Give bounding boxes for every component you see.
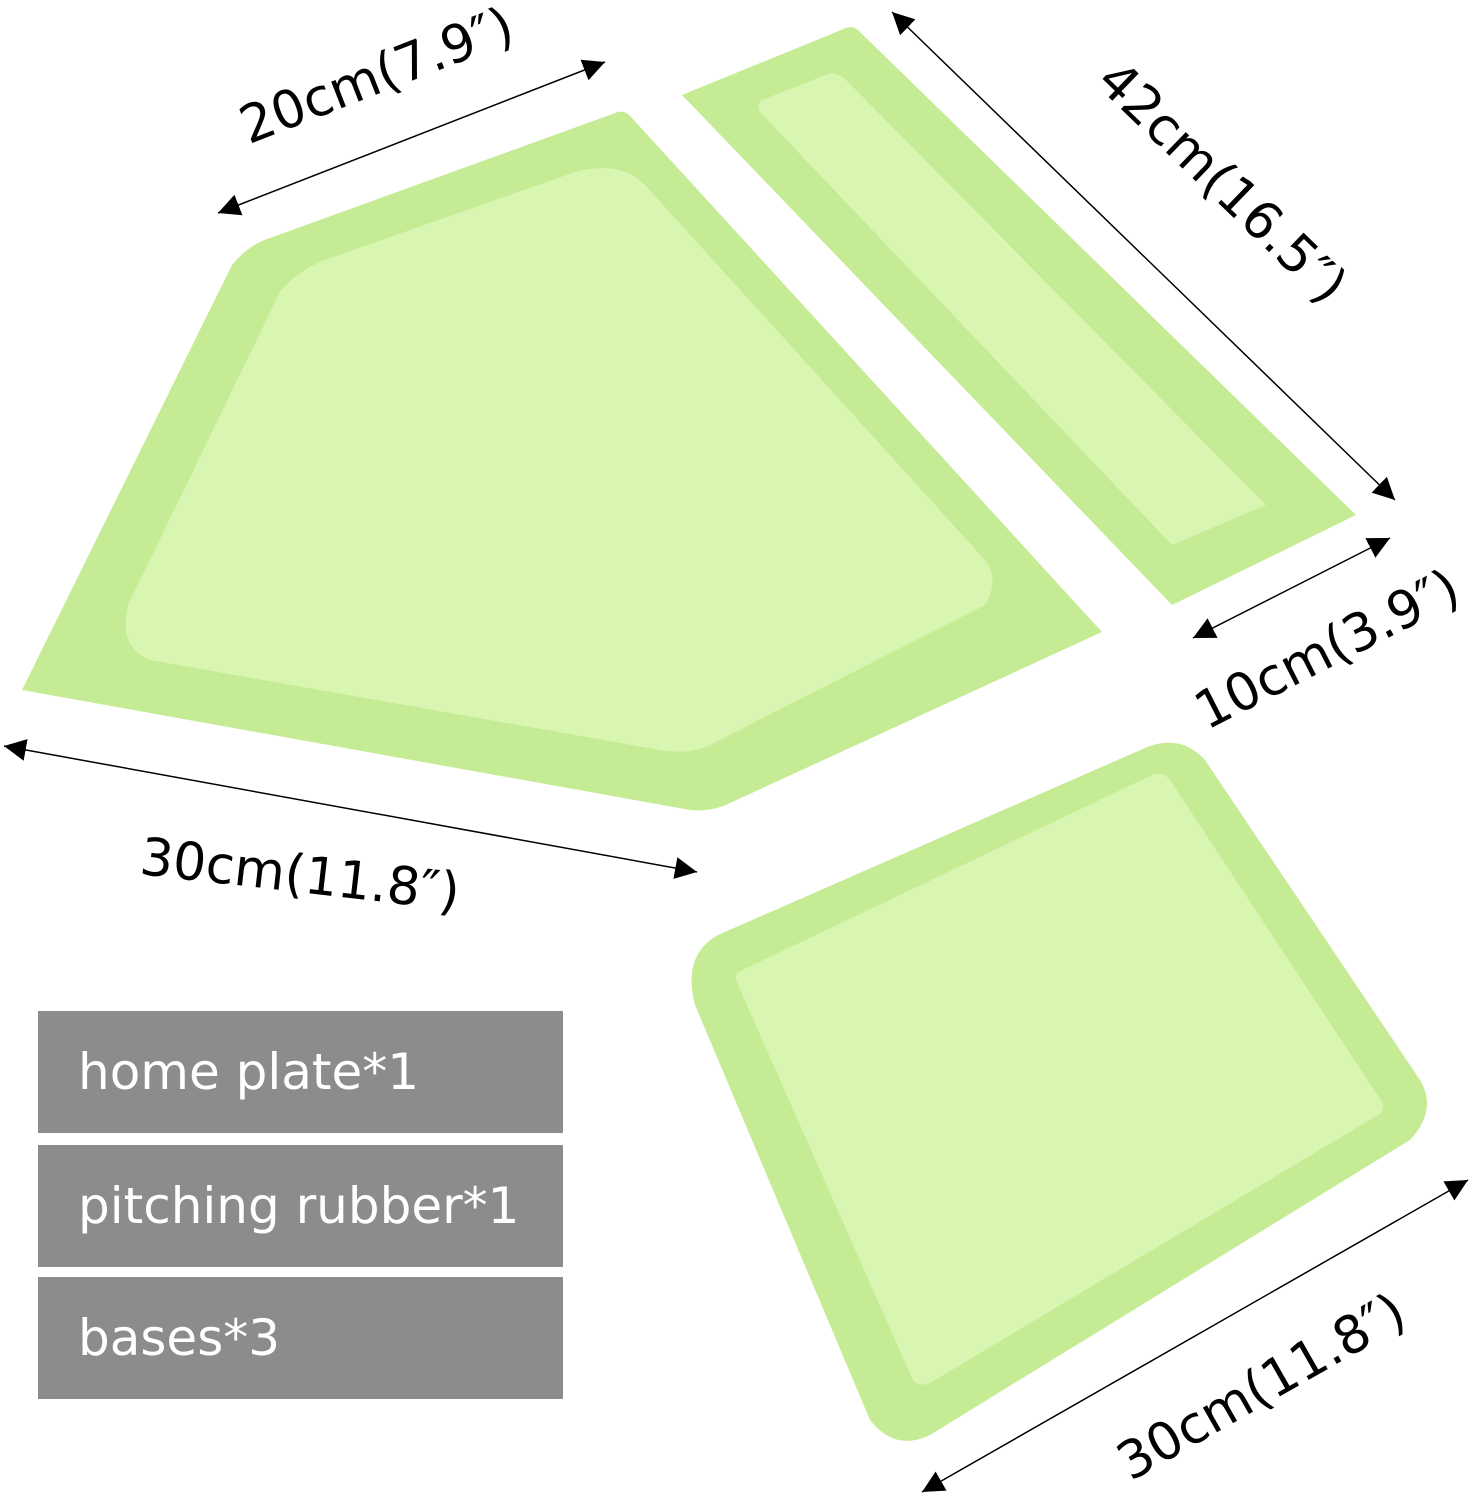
home-plate-top-dimension-line — [217, 59, 606, 216]
legend-item-bases: bases*3 — [38, 1277, 563, 1399]
base — [691, 742, 1428, 1441]
legend-label: home plate*1 — [78, 1043, 420, 1101]
legend-item-pitching-rubber: pitching rubber*1 — [38, 1145, 563, 1267]
base-side-label: 30cm(11.8″) — [1107, 1282, 1416, 1493]
pitching-rubber-width-dimension-line — [1192, 537, 1391, 639]
home-plate-bottom-dimension-line — [3, 739, 698, 879]
home-plate-bottom-label: 30cm(11.8″) — [137, 827, 463, 923]
home-plate-inner — [125, 168, 993, 752]
home-plate — [22, 111, 1102, 811]
pitching-rubber-width-label: 10cm(3.9″) — [1185, 558, 1469, 742]
legend-item-home-plate: home plate*1 — [38, 1011, 563, 1133]
pitching-rubber-length-dimension-line — [891, 11, 1396, 501]
pitching-rubber-length-label: 42cm(16.5″) — [1085, 50, 1358, 316]
base-dimension-line — [921, 1179, 1469, 1493]
base-inner — [736, 773, 1384, 1385]
legend-label: bases*3 — [78, 1309, 281, 1367]
legend-label: pitching rubber*1 — [78, 1177, 520, 1235]
home-plate-top-label: 20cm(7.9″) — [232, 0, 522, 156]
